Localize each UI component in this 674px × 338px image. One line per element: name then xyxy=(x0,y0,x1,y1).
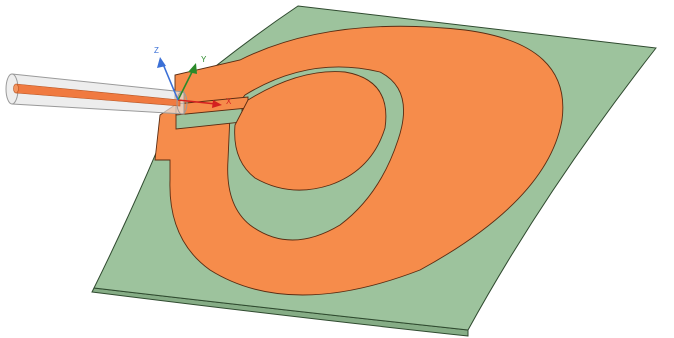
inner-ellipse-patch[interactable] xyxy=(234,71,387,191)
inner-ellipse-conductor[interactable] xyxy=(234,71,387,191)
y-axis-line xyxy=(177,69,194,101)
z-axis-line xyxy=(162,63,179,101)
x-axis-label: X xyxy=(226,97,232,106)
outer-ring-conductor[interactable] xyxy=(154,25,564,296)
y-axis-arrowhead xyxy=(188,63,197,74)
z-axis-label: Z xyxy=(154,46,159,55)
coax-inner-end-cap xyxy=(13,83,19,94)
x-axis-line xyxy=(177,99,217,105)
z-axis-arrowhead xyxy=(157,57,166,68)
y-axis-label: Y xyxy=(201,55,207,64)
axis-triad: X Y Z xyxy=(154,46,232,108)
x-axis-arrowhead xyxy=(212,100,222,108)
coaxial-feed[interactable] xyxy=(5,73,188,115)
